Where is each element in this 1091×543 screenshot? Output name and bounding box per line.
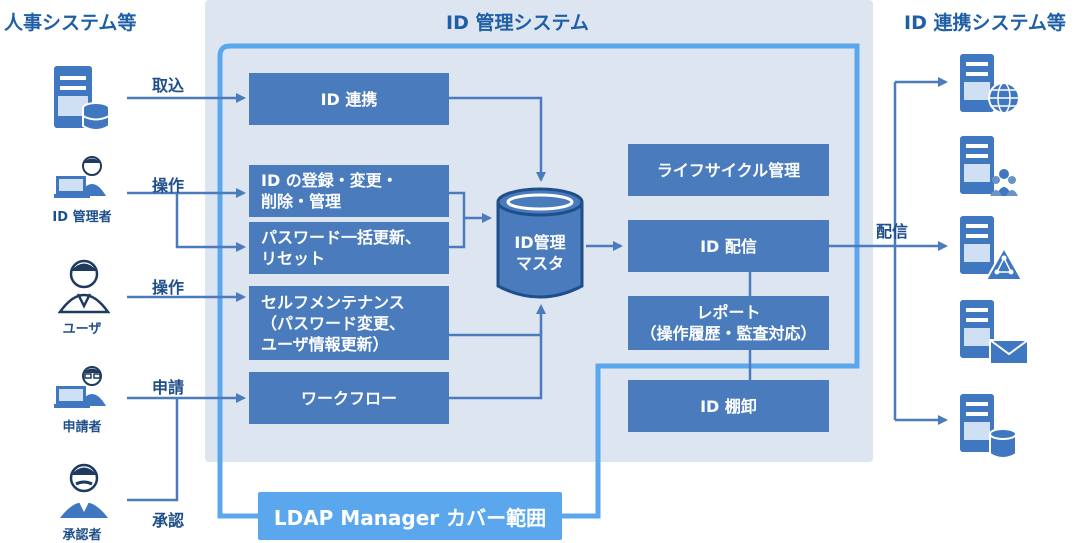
approve-label: 承認 bbox=[152, 511, 185, 530]
workflow-box: ワークフロー bbox=[249, 372, 449, 424]
coverage-label: LDAP Manager カバー範囲 bbox=[258, 492, 562, 540]
coverage-outline bbox=[217, 43, 860, 519]
database-line-1: ID管理 bbox=[514, 233, 566, 252]
report-line-1: レポート bbox=[696, 303, 761, 322]
applicant-person-icon bbox=[54, 366, 106, 408]
idlink-to-db-arrow bbox=[449, 96, 546, 182]
mail-server-icon bbox=[960, 300, 1029, 365]
report-line-2: （操作履歴・監査対応） bbox=[640, 324, 817, 343]
lifecycle-box: ライフサイクル管理 bbox=[628, 144, 829, 196]
applicant-label: 申請者 bbox=[62, 420, 102, 435]
report-box: レポート （操作履歴・監査対応） bbox=[628, 296, 829, 350]
people-server-icon bbox=[960, 136, 1018, 196]
register-box: ID の登録・変更・削除・管理 bbox=[249, 165, 449, 217]
operate-label-2: 操作 bbox=[152, 278, 185, 297]
operate-label-1: 操作 bbox=[152, 176, 185, 195]
network-server-icon bbox=[960, 216, 1024, 281]
self-line-1: セルフメンテナンス bbox=[261, 292, 405, 312]
password-line-2: リセット bbox=[261, 249, 326, 268]
database-server-icon bbox=[960, 394, 1017, 459]
approve-line bbox=[127, 398, 179, 502]
register-line-1: ID の登録・変更・ bbox=[261, 171, 398, 190]
hr-server-icon bbox=[54, 66, 110, 131]
password-box: パスワード一括更新、リセット bbox=[249, 222, 449, 274]
id-link-box: ID 連携 bbox=[249, 73, 449, 125]
admin-label: ID 管理者 bbox=[52, 210, 112, 225]
import-label: 取込 bbox=[152, 76, 185, 95]
self-maintenance-box: セルフメンテナンス（パスワード変更、ユーザ情報更新） bbox=[249, 286, 449, 360]
approver-label: 承認者 bbox=[62, 528, 102, 543]
self-line-3: ユーザ情報更新） bbox=[261, 334, 389, 354]
operate-branch-arrow bbox=[175, 193, 246, 252]
inventory-box: ID 棚卸 bbox=[628, 380, 829, 432]
workflow-to-db-line bbox=[449, 330, 543, 400]
database-label: ID管理マスタ bbox=[495, 232, 585, 274]
self-line-2: （パスワード変更、 bbox=[261, 313, 406, 333]
approver-person-icon bbox=[60, 463, 108, 518]
apply-label: 申請 bbox=[152, 378, 185, 397]
globe-server-icon bbox=[960, 54, 1020, 114]
register-bracket bbox=[449, 191, 466, 249]
hr-system-title: 人事システム等 bbox=[4, 12, 137, 34]
delivery-box: ID 配信 bbox=[628, 220, 829, 272]
password-line-1: パスワード一括更新、 bbox=[261, 228, 422, 247]
distribute-label: 配信 bbox=[876, 222, 909, 241]
user-label: ユーザ bbox=[62, 322, 102, 337]
user-person-icon bbox=[57, 259, 111, 314]
register-line-2: 削除・管理 bbox=[261, 192, 342, 211]
self-to-db-arrow bbox=[449, 304, 546, 337]
database-line-2: マスタ bbox=[515, 254, 564, 273]
id-master-database-icon bbox=[496, 187, 584, 299]
admin-person-icon bbox=[54, 156, 106, 198]
linked-system-title: ID 連携システム等 bbox=[904, 12, 1066, 34]
idm-system-title: ID 管理システム bbox=[446, 12, 589, 34]
